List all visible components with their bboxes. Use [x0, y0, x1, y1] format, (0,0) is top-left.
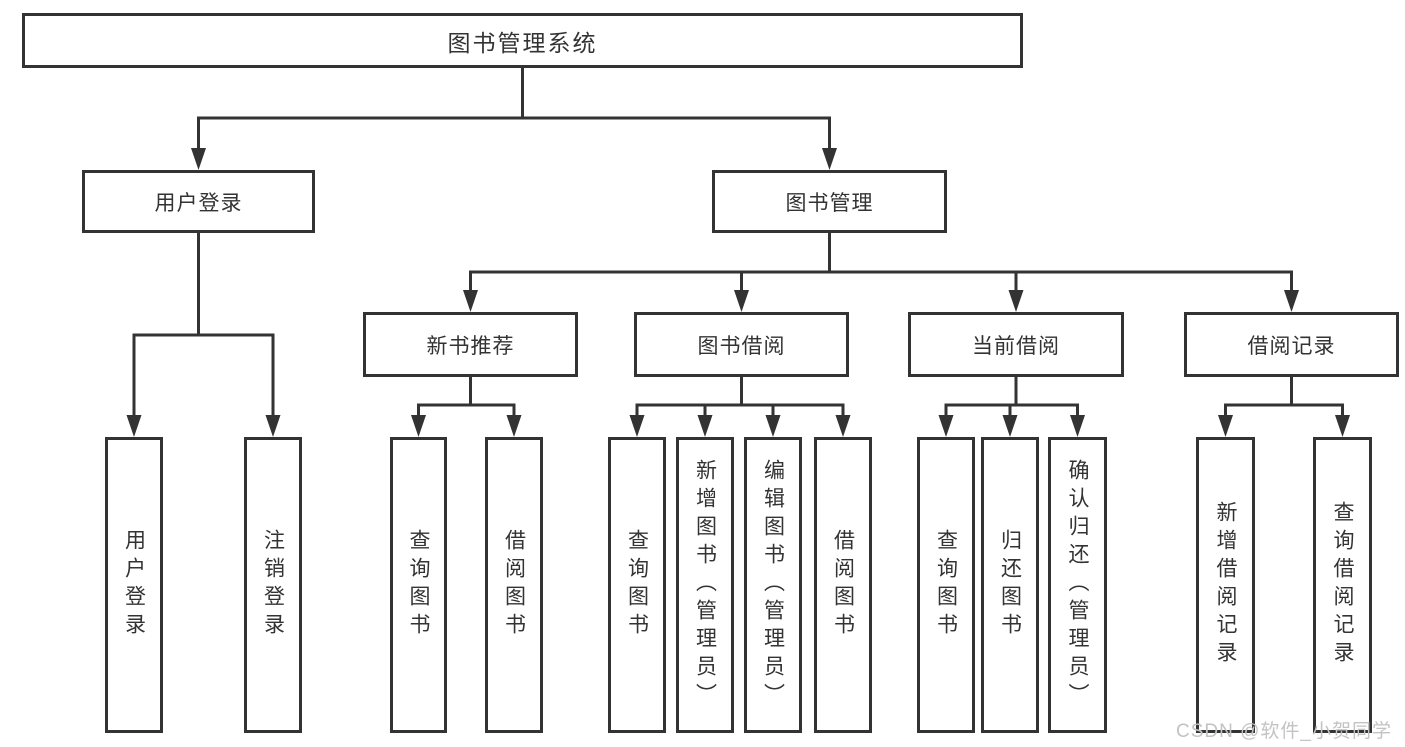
leaf-query-books-borrowing: 查询图书	[608, 437, 666, 733]
node-book-management: 图书管理	[712, 170, 947, 233]
leaf-add-book-admin: 新增图书（管理员）	[676, 437, 734, 733]
leaf-user-login: 用户登录	[105, 437, 163, 733]
leaf-add-borrow-record: 新增借阅记录	[1196, 437, 1255, 733]
node-current-borrowing: 当前借阅	[908, 312, 1124, 377]
csdn-watermark: CSDN @软件_小贺同学	[1176, 721, 1392, 742]
node-user-login: 用户登录	[82, 170, 315, 233]
node-borrow-records: 借阅记录	[1184, 312, 1399, 377]
node-new-book-recommend: 新书推荐	[363, 312, 578, 377]
leaf-edit-book-admin: 编辑图书（管理员）	[744, 437, 802, 733]
leaf-logout-login: 注销登录	[244, 437, 302, 733]
node-book-borrowing: 图书借阅	[634, 312, 849, 377]
node-library-management-system: 图书管理系统	[22, 13, 1023, 68]
leaf-query-books-current: 查询图书	[917, 437, 975, 733]
leaf-query-borrow-record: 查询借阅记录	[1313, 437, 1372, 733]
leaf-borrow-books-borrowing: 借阅图书	[814, 437, 872, 733]
leaf-return-book: 归还图书	[981, 437, 1039, 733]
leaf-borrow-books-recommend: 借阅图书	[485, 437, 543, 733]
leaf-confirm-return-admin: 确认归还（管理员）	[1048, 437, 1107, 733]
leaf-query-books-recommend: 查询图书	[390, 437, 447, 733]
